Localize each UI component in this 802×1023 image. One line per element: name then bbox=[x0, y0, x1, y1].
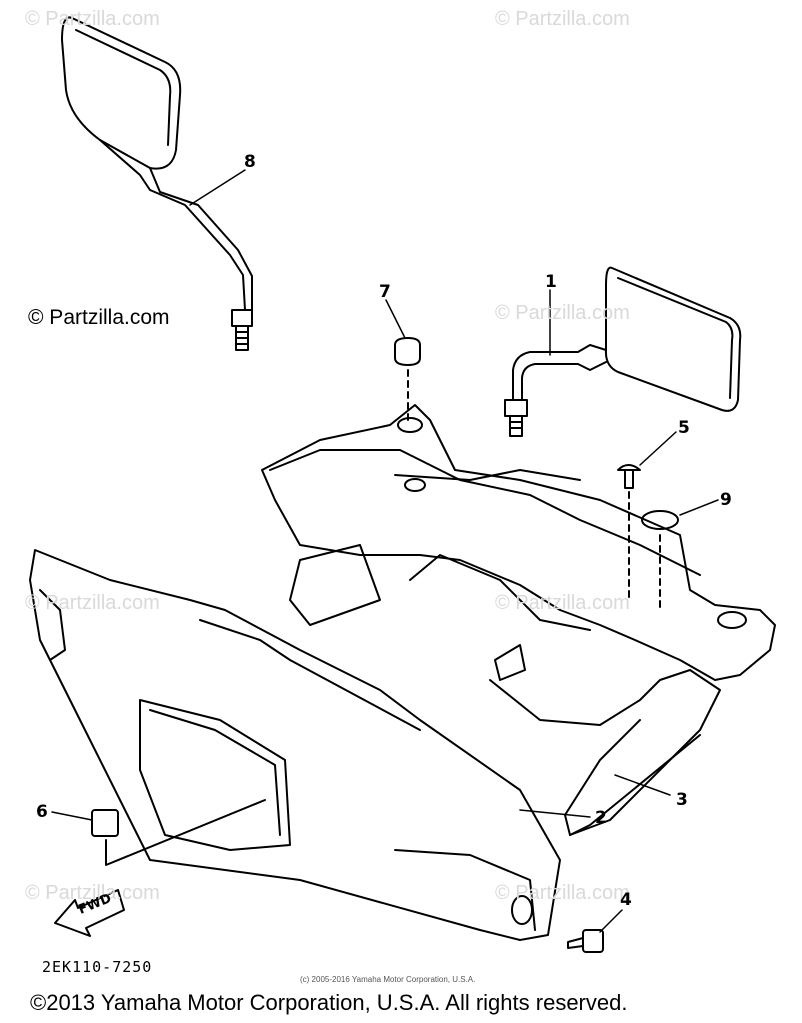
nut-part-6 bbox=[91, 799, 266, 866]
leader-lines bbox=[51, 169, 719, 933]
callout-7: 7 bbox=[379, 282, 391, 302]
watermark-dark: © Partzilla.com bbox=[28, 306, 170, 329]
callout-4: 4 bbox=[620, 890, 632, 910]
footer-copyright: ©2013 Yamaha Motor Corporation, U.S.A. A… bbox=[30, 990, 628, 1015]
watermark: © Partzilla.com bbox=[495, 8, 630, 30]
screw-part-5 bbox=[617, 464, 641, 601]
washer-part-9 bbox=[641, 510, 679, 611]
diagram-code: 2EK110-7250 bbox=[42, 958, 153, 976]
watermark: © Partzilla.com bbox=[495, 592, 630, 614]
watermark: © Partzilla.com bbox=[25, 8, 160, 30]
plug-part-7 bbox=[394, 337, 421, 421]
mirror-left-part-8 bbox=[61, 16, 253, 351]
watermark: © Partzilla.com bbox=[495, 882, 630, 904]
bolt-part-4 bbox=[567, 929, 604, 953]
mirror-right-part-1 bbox=[504, 266, 742, 437]
watermark: © Partzilla.com bbox=[25, 882, 160, 904]
watermark: © Partzilla.com bbox=[25, 592, 160, 614]
callout-2: 2 bbox=[595, 808, 607, 828]
callout-5: 5 bbox=[678, 418, 690, 438]
callout-3: 3 bbox=[676, 790, 688, 810]
callout-9: 9 bbox=[720, 490, 732, 510]
handlebar-cover-part-3 bbox=[261, 404, 776, 836]
callout-1: 1 bbox=[545, 272, 557, 292]
headlight-housing-part-2 bbox=[29, 549, 561, 941]
callout-6: 6 bbox=[36, 802, 48, 822]
fwd-arrow bbox=[54, 889, 125, 937]
watermark: © Partzilla.com bbox=[495, 302, 630, 324]
small-copyright: (c) 2005-2016 Yamaha Motor Corporation, … bbox=[300, 975, 476, 984]
callout-8: 8 bbox=[244, 152, 256, 172]
